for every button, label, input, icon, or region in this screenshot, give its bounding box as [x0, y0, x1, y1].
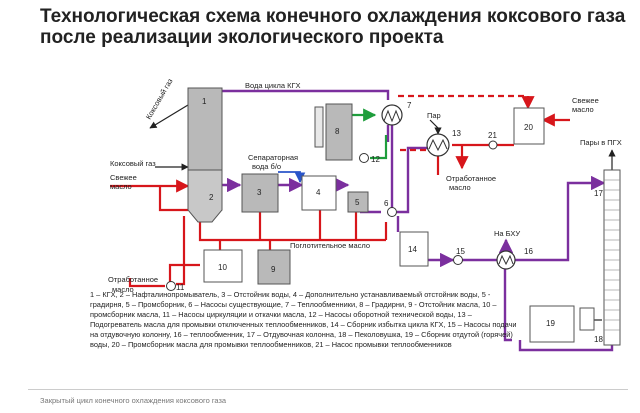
num-6: 6 [384, 199, 389, 208]
pipe-17-bottom [518, 340, 614, 352]
num-1: 1 [202, 97, 207, 106]
label-spent-oil-left-1: Отработанное [108, 275, 158, 284]
pump-6 [387, 207, 397, 217]
blue-lines [278, 171, 306, 184]
heater-13 [426, 133, 450, 157]
green-return [370, 135, 388, 160]
steam-line [429, 119, 442, 135]
num-13: 13 [452, 129, 461, 138]
pump-11 [166, 281, 176, 291]
label-water-kgh: Вода цикла КГХ [245, 81, 301, 90]
num-20: 20 [524, 123, 533, 132]
label-coke-gas-in: Коксовый газ [110, 159, 156, 168]
num-18: 18 [594, 335, 603, 344]
label-spent-oil-right-1: Отработанное [446, 174, 496, 183]
legend-text: 1 – КГХ, 2 – Нафталинопромыватель, 3 – О… [90, 290, 517, 349]
pump-21 [488, 140, 498, 150]
dashed-oil-lines [398, 94, 535, 152]
heat-exchanger-16 [496, 250, 516, 270]
num-15: 15 [456, 247, 465, 256]
label-vapors: Пары в ПГХ [580, 138, 622, 147]
equipment-18 [579, 307, 595, 331]
pipe-16-to-17 [515, 175, 606, 262]
num-9: 9 [271, 265, 276, 274]
pipe-19-return [503, 268, 512, 342]
num-21: 21 [488, 131, 497, 140]
equipment-4 [301, 175, 337, 211]
equipment-19 [529, 305, 575, 343]
num-7: 7 [407, 101, 412, 110]
label-separator-water-1: Сепараторная [248, 153, 298, 162]
stripping-column-17 [603, 169, 621, 346]
separator-water-line [278, 171, 306, 184]
equipment-9 [257, 249, 291, 285]
equipment-numbers: 1 2 3 4 5 6 7 8 9 10 11 12 13 14 15 16 1… [176, 97, 603, 344]
coke-gas-outlet [149, 104, 189, 129]
pipe-2-to-oil-header [198, 212, 386, 242]
num-4: 4 [316, 188, 321, 197]
pipe-oil-return [176, 216, 186, 286]
label-steam: Пар [427, 111, 441, 120]
equipment-10 [203, 249, 243, 283]
num-17: 17 [594, 189, 603, 198]
num-12: 12 [371, 155, 380, 164]
num-2: 2 [209, 193, 214, 202]
num-11: 11 [176, 283, 185, 292]
pipe-11-to-spent [128, 278, 165, 288]
label-fresh-oil-right-1: Свежее [572, 96, 599, 105]
num-10: 10 [218, 263, 227, 272]
equipment-3 [241, 173, 279, 213]
label-spent-oil-left-2: масло [112, 285, 134, 294]
pipe-oil-loop-top [158, 186, 188, 212]
num-5: 5 [355, 198, 360, 207]
num-19: 19 [546, 319, 555, 328]
pipe-kgh-return [203, 89, 390, 100]
kgh-column [187, 87, 223, 223]
label-fresh-oil-left-2: масло [110, 182, 132, 191]
label-absorb-oil: Поглотительное масло [290, 241, 370, 250]
label-to-bhu: На БХУ [494, 229, 520, 238]
caption-divider [28, 389, 628, 390]
label-coke-gas-out: Коксовый газ [144, 76, 175, 121]
num-8: 8 [335, 127, 340, 136]
equipment-2 [187, 169, 223, 223]
title-line-1: Технологическая схема конечного охлажден… [40, 6, 626, 27]
equipment-20 [513, 107, 545, 145]
green-lines [352, 108, 388, 160]
label-separator-water-2: вода б/о [252, 162, 281, 171]
label-spent-oil-right-2: масло [449, 183, 471, 192]
label-fresh-oil-left-1: Свежее [110, 173, 137, 182]
column-trays [604, 179, 620, 331]
num-3: 3 [257, 188, 262, 197]
figure-caption: Закрытый цикл конечного охлаждения коксо… [40, 396, 227, 405]
red-oil-lines [110, 113, 570, 288]
pipe-10-to-11 [168, 263, 200, 284]
num-14: 14 [408, 245, 417, 254]
cooling-tower-8 [314, 103, 353, 161]
equipment-14 [399, 231, 429, 267]
label-fresh-oil-right-2: масло [572, 105, 594, 114]
pipe-6-right [397, 146, 428, 214]
num-16: 16 [524, 247, 533, 256]
heat-exchanger-7 [381, 104, 403, 126]
dashed-exch-to-20 [398, 94, 535, 110]
diagram-title: Технологическая схема конечного охлажден… [40, 6, 630, 48]
equipment-5 [347, 191, 369, 213]
pump-12 [359, 153, 369, 163]
pump-15 [453, 255, 463, 265]
black-lines [149, 104, 616, 321]
title-line-2: после реализации экологического проекта [40, 27, 444, 48]
